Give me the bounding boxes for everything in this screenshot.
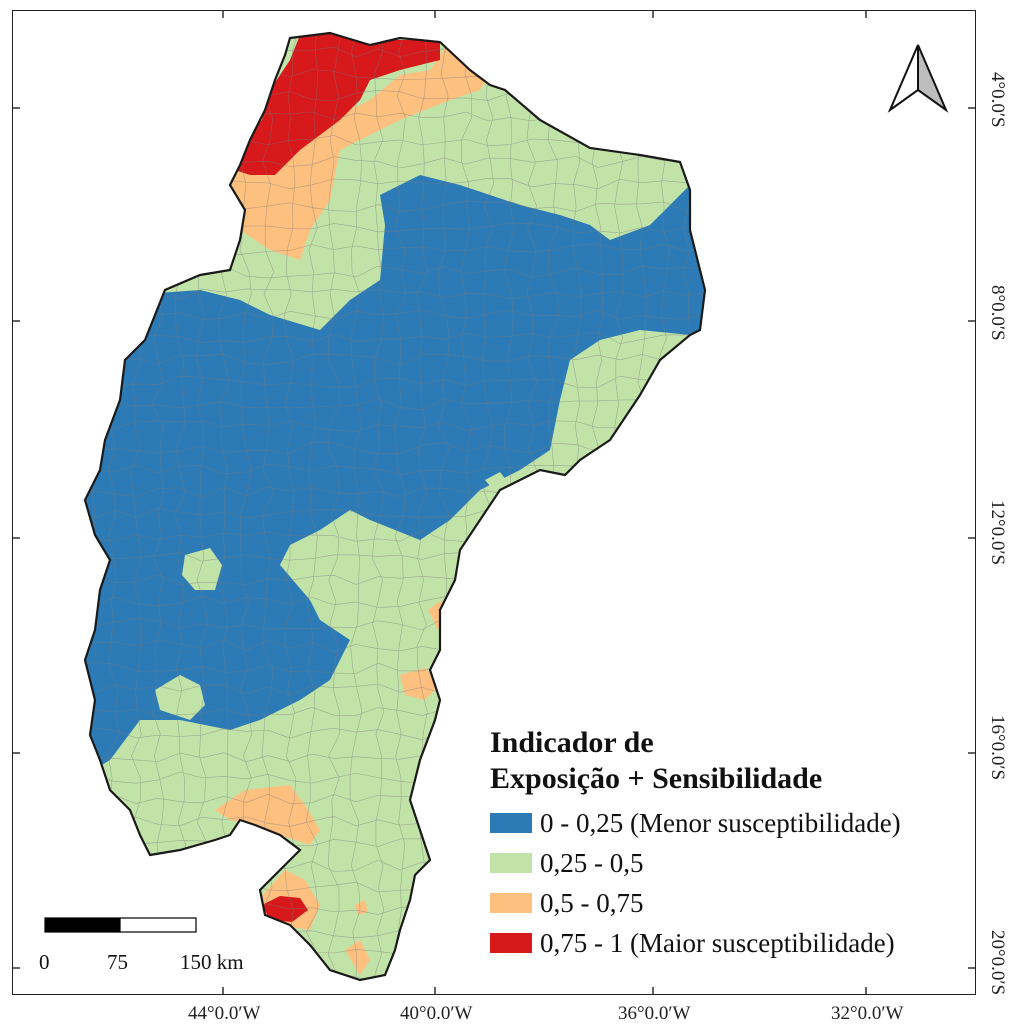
zone-class-3-south — [215, 785, 320, 845]
zone-class-2-inset-a — [182, 548, 222, 590]
legend-title-line1: Indicador de — [490, 726, 654, 759]
legend-item: 0,25 - 0,5 — [490, 843, 901, 883]
lon-label-32w: 32°0.0′W — [831, 1003, 904, 1024]
lon-label-40w: 40°0.0′W — [400, 1003, 473, 1024]
zone-class-3-southtip — [345, 940, 370, 975]
zone-class-3-coast-b — [400, 668, 440, 700]
legend-label-class-2: 0,25 - 0,5 — [540, 847, 644, 878]
zone-class-4-south — [262, 896, 308, 922]
north-arrow-icon — [887, 44, 949, 113]
lon-label-44w: 44°0.0′W — [188, 1003, 261, 1024]
legend-item: 0 - 0,25 (Menor susceptibilidade) — [490, 803, 901, 843]
legend-swatch-class-1 — [490, 813, 532, 833]
lat-label-16s: 16°0.0′S — [987, 715, 1008, 781]
lat-label-8s: 8°0.0′S — [987, 285, 1008, 341]
graticule-ticks — [12, 10, 976, 995]
zone-class-4-north — [220, 33, 440, 175]
lon-label-36w: 36°0.0′W — [618, 1003, 691, 1024]
legend-title-line2: Exposição + Sensibilidade — [490, 762, 823, 795]
zone-class-3-north — [220, 40, 500, 260]
zone-class-3-south-dot — [355, 900, 368, 915]
legend-swatch-class-3 — [490, 893, 532, 913]
scale-label-0: 0 — [39, 950, 50, 974]
lat-label-20s: 20°0.0′S — [987, 930, 1008, 996]
legend-label-class-4: 0,75 - 1 (Maior susceptibilidade) — [540, 927, 895, 958]
lat-label-12s: 12°0.0′S — [987, 500, 1008, 566]
legend-swatch-class-4 — [490, 933, 532, 953]
legend-item: 0,75 - 1 (Maior susceptibilidade) — [490, 923, 901, 963]
scale-label-75: 75 — [107, 950, 128, 974]
legend: Indicador de Exposição + Sensibilidade 0… — [490, 725, 901, 963]
scale-bar — [44, 917, 197, 933]
lat-label-4s: 4°0.0′S — [987, 72, 1008, 128]
legend-label-class-1: 0 - 0,25 (Menor susceptibilidade) — [540, 807, 901, 838]
legend-label-class-3: 0,5 - 0,75 — [540, 887, 644, 918]
legend-item: 0,5 - 0,75 — [490, 883, 901, 923]
legend-swatch-class-2 — [490, 853, 532, 873]
scale-label-150: 150 km — [180, 950, 244, 974]
